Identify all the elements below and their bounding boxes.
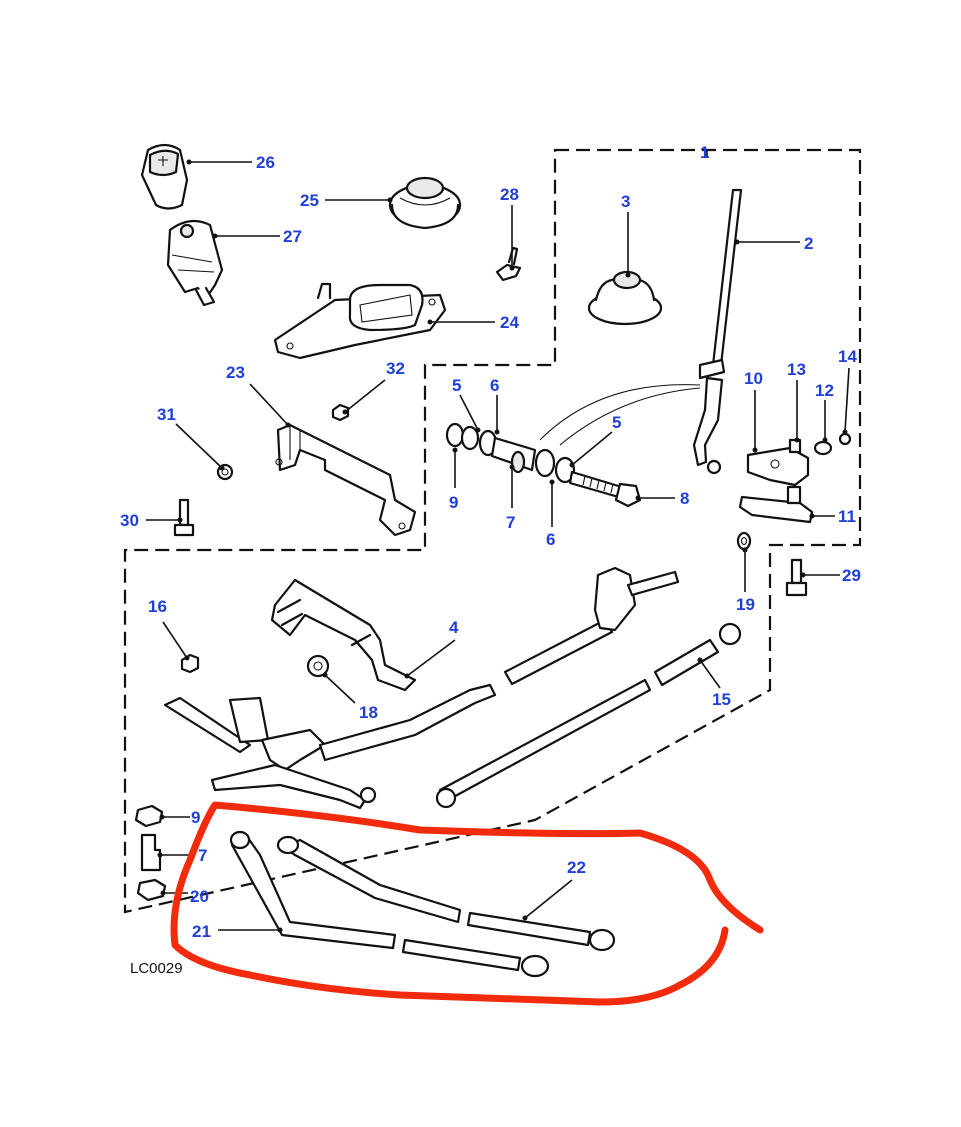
callout-6: 6 [490, 376, 499, 395]
callout-6: 6 [546, 530, 555, 549]
callout-26: 26 [256, 153, 275, 172]
part-shift-lever [692, 188, 743, 475]
callout-21: 21 [192, 922, 211, 941]
part-gear-knob [140, 143, 189, 210]
callout-5: 5 [612, 413, 621, 432]
callout-31: 31 [157, 405, 176, 424]
callout-24: 24 [500, 313, 519, 332]
callout-3: 3 [621, 192, 630, 211]
part-mounting-block [738, 432, 852, 524]
part-nut [331, 403, 350, 422]
part-bracket [275, 423, 417, 537]
callout-28: 28 [500, 185, 519, 204]
callout-11: 11 [838, 507, 856, 526]
part-rubber-gaiter [388, 176, 462, 230]
leader-lines [146, 150, 850, 933]
callout-9: 9 [449, 493, 458, 512]
callout-20: 20 [190, 887, 209, 906]
callout-8: 8 [680, 489, 689, 508]
subassembly-boundary [123, 148, 862, 914]
callout-16: 16 [148, 597, 167, 616]
part-small-fasteners [134, 804, 167, 902]
callout-30: 30 [120, 511, 139, 530]
callout-22: 22 [567, 858, 586, 877]
callout-12: 12 [815, 381, 834, 400]
callout-13: 13 [787, 360, 806, 379]
callout-14: 14 [838, 347, 857, 366]
diagram-reference-code: LC0029 [130, 960, 183, 977]
callout-labels: 1 2 3 4 5 5 6 6 7 7 8 9 9 10 11 12 13 14… [120, 143, 861, 941]
part-washer [736, 531, 752, 551]
highlight-marker [170, 801, 764, 1006]
part-support-bracket [270, 578, 417, 692]
callout-10: 10 [744, 369, 763, 388]
callout-15: 15 [712, 690, 731, 709]
part-selector-rods-highlighted [229, 830, 616, 978]
part-selector-linkage [163, 683, 497, 810]
part-rubber-boot [587, 270, 663, 326]
callout-5: 5 [452, 376, 461, 395]
part-lever-housing [166, 219, 224, 307]
callout-19: 19 [736, 595, 755, 614]
callout-7: 7 [198, 846, 207, 865]
part-bolt [785, 558, 808, 597]
callout-4: 4 [449, 618, 459, 637]
callout-1: 1 [700, 143, 709, 162]
callout-29: 29 [842, 566, 861, 585]
callout-2: 2 [804, 234, 813, 253]
callout-27: 27 [283, 227, 302, 246]
part-nut [180, 653, 200, 674]
callout-18: 18 [359, 703, 378, 722]
part-small-bolt [495, 246, 522, 282]
callout-25: 25 [300, 191, 319, 210]
part-pivot-bolt-assembly [445, 384, 701, 508]
part-washer [306, 654, 330, 678]
part-gate-plate [273, 282, 447, 360]
callout-23: 23 [226, 363, 245, 382]
callout-7: 7 [506, 513, 515, 532]
part-selector-rod [435, 566, 742, 809]
callout-32: 32 [386, 359, 405, 378]
part-bolt [173, 498, 195, 537]
callout-9: 9 [191, 808, 200, 827]
